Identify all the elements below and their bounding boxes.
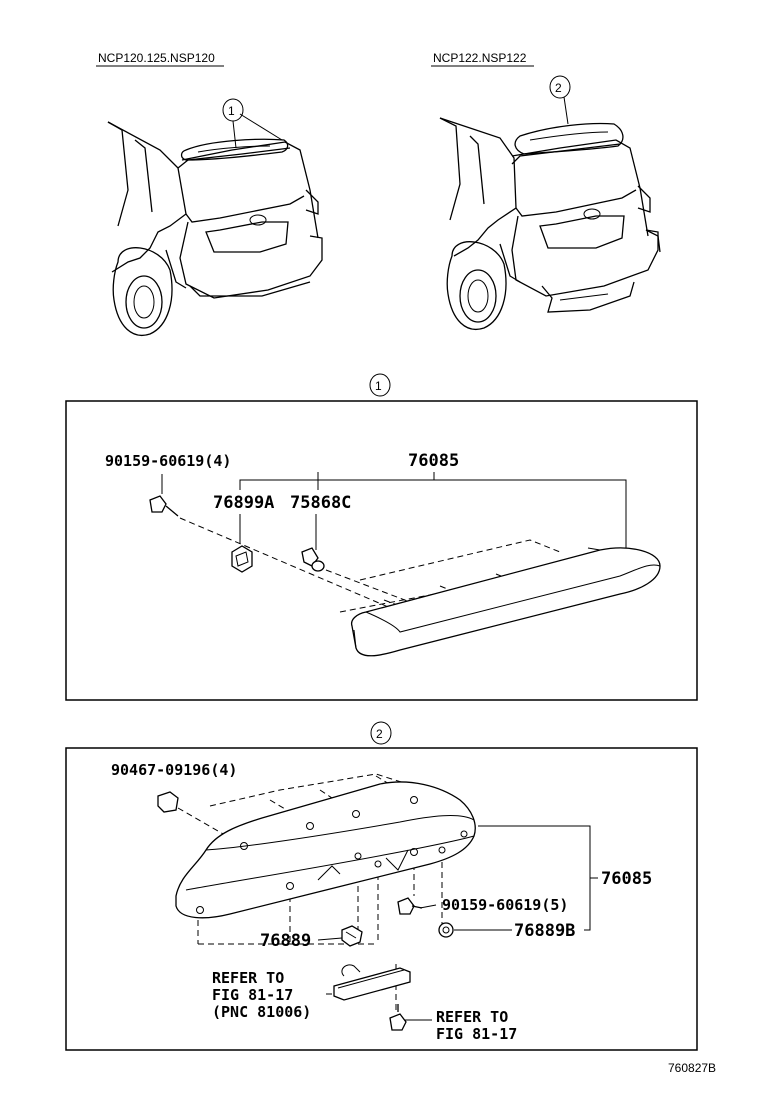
clip-icon: [301, 547, 325, 572]
callout-one-top: 1: [222, 98, 283, 149]
screw-icon-s2: [389, 1004, 407, 1031]
part-90467-09196-label: 90467-09196(4): [111, 761, 237, 779]
refer-note-1-line3: (PNC 81006): [212, 1003, 311, 1021]
part-90159-60619-4-label: 90159-60619(4): [105, 452, 231, 470]
part-76899a-label: 76899A: [213, 493, 274, 513]
variant-right-label: NCP122.NSP122: [433, 51, 527, 65]
cushion-b-icon: [438, 922, 454, 938]
car-illustration-left: [107, 121, 323, 336]
cushion-icon: [341, 925, 363, 947]
car-illustration-right: [439, 117, 661, 330]
section-one-callout: 1: [369, 373, 391, 397]
nut-icon-s2: [157, 791, 179, 813]
refer-note-2-line2: FIG 81-17: [436, 1025, 517, 1043]
figure-code: 760827B: [668, 1061, 716, 1075]
refer-note-1-line2: FIG 81-17: [212, 986, 293, 1004]
refer-note-1-line1: REFER TO: [212, 969, 284, 987]
section-two-leaders: [317, 825, 598, 1021]
spoiler-s2: [175, 781, 476, 919]
part-76889b-label: 76889B: [514, 921, 575, 941]
bolt-icon-s1: [149, 495, 179, 517]
spoiler-s1: [350, 547, 661, 657]
section-two-callout: 2: [370, 721, 392, 745]
part-90159-60619-5-label: 90159-60619(5): [442, 896, 568, 914]
part-76085-label-s1: 76085: [408, 451, 459, 471]
callout-two-top: 2: [549, 75, 571, 125]
part-75868c-label: 75868C: [290, 493, 351, 513]
bolt-icon-s2: [397, 897, 423, 915]
section-two-number: 2: [376, 727, 383, 741]
part-76889-label: 76889: [260, 931, 311, 951]
section-one-leaders: [161, 472, 627, 550]
section-two-frame: [65, 747, 698, 1051]
refer-note-2-line1: REFER TO: [436, 1008, 508, 1026]
part-76085-label-s2: 76085: [601, 869, 652, 889]
variant-left-label: NCP120.125.NSP120: [98, 51, 215, 65]
callout-one-top-number: 1: [228, 104, 235, 118]
retainer-icon: [231, 545, 253, 573]
section-one-number: 1: [375, 379, 382, 393]
callout-two-top-number: 2: [555, 81, 562, 95]
stop-lamp-icon: [333, 964, 411, 1001]
section-one-frame: [65, 400, 698, 701]
